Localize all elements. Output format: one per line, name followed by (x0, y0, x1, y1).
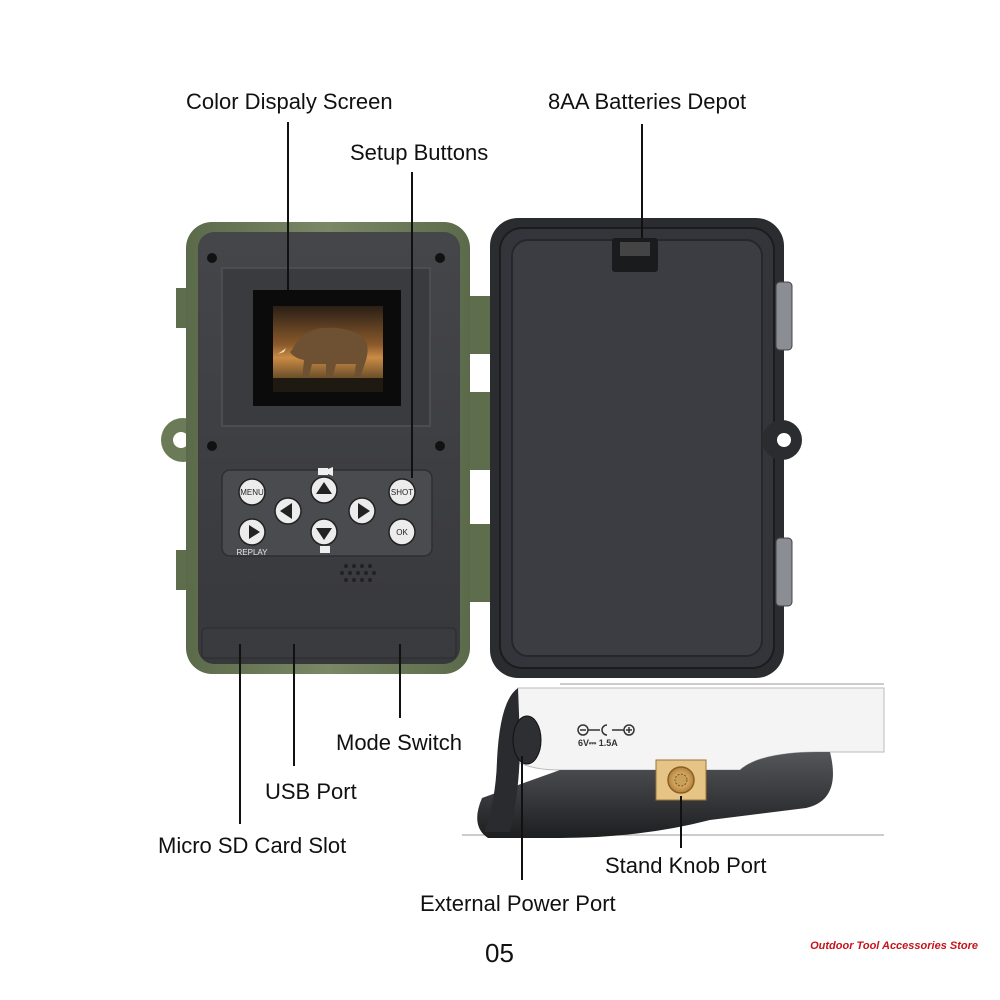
buckle-bottom[interactable] (775, 537, 793, 607)
left-arrow-button[interactable] (274, 497, 302, 525)
svg-text:MENU: MENU (240, 488, 264, 497)
replay-button[interactable]: REPLAY (237, 518, 269, 557)
power-port-cover[interactable] (512, 715, 542, 765)
svg-text:SHOT: SHOT (391, 488, 413, 497)
svg-text:REPLAY: REPLAY (237, 548, 269, 557)
label-stand-knob: Stand Knob Port (605, 853, 767, 878)
port-cover[interactable] (201, 627, 457, 659)
shot-button[interactable]: SHOT (388, 478, 416, 506)
label-usb-port: USB Port (265, 779, 357, 804)
speaker-grille (340, 564, 376, 582)
store-name: Outdoor Tool Accessories Store (810, 940, 978, 952)
down-arrow-button[interactable] (310, 518, 338, 546)
polarity-icon (577, 724, 635, 736)
label-power-port: External Power Port (420, 891, 616, 916)
label-display-screen: Color Dispaly Screen (186, 89, 393, 114)
camera-body: MENU SHOT REPLAY (161, 222, 490, 674)
label-batteries: 8AA Batteries Depot (548, 89, 747, 114)
right-arrow-button[interactable] (348, 497, 376, 525)
ok-button[interactable]: OK (388, 518, 416, 546)
battery-door (490, 218, 802, 678)
label-sd-slot: Micro SD Card Slot (158, 833, 347, 858)
bottom-detail-inset: 6V⎓ 1.5A (462, 683, 885, 838)
label-setup-buttons: Setup Buttons (350, 140, 489, 165)
svg-text:OK: OK (396, 528, 408, 537)
menu-button[interactable]: MENU (238, 478, 266, 506)
buckle-top[interactable] (775, 281, 793, 351)
label-mode-switch: Mode Switch (336, 730, 462, 755)
display-screen (273, 306, 383, 392)
callout-lines (239, 122, 682, 880)
camera-icon (320, 546, 330, 553)
svg-text:6V⎓ 1.5A: 6V⎓ 1.5A (578, 738, 618, 748)
up-arrow-button[interactable] (310, 476, 338, 504)
page-number: 05 (485, 938, 514, 968)
